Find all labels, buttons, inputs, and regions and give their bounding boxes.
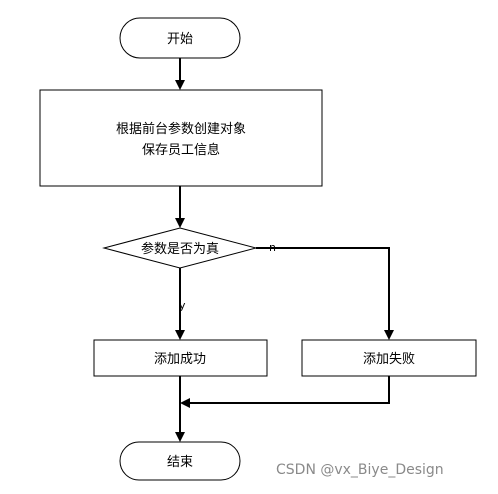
process-node: 根据前台参数创建对象 保存员工信息 bbox=[39, 89, 323, 187]
edge-no-label: n bbox=[269, 241, 276, 254]
end-node: 结束 bbox=[119, 441, 241, 481]
edge-decision-no bbox=[256, 247, 394, 340]
failure-node: 添加失败 bbox=[301, 339, 477, 377]
success-node: 添加成功 bbox=[93, 339, 268, 377]
decision-node: 参数是否为真 bbox=[102, 227, 258, 269]
success-label: 添加成功 bbox=[154, 352, 206, 367]
end-label: 结束 bbox=[167, 455, 193, 470]
failure-label: 添加失败 bbox=[363, 352, 415, 367]
process-line-1: 根据前台参数创建对象 bbox=[116, 121, 246, 137]
process-line-2: 保存员工信息 bbox=[142, 142, 220, 158]
watermark: CSDN @vx_Biye_Design bbox=[276, 462, 444, 478]
edge-yes-label: y bbox=[179, 299, 186, 312]
decision-label: 参数是否为真 bbox=[141, 241, 219, 257]
edge-failure-to-merge bbox=[180, 376, 390, 408]
start-label: 开始 bbox=[167, 32, 193, 47]
start-node: 开始 bbox=[119, 17, 241, 59]
